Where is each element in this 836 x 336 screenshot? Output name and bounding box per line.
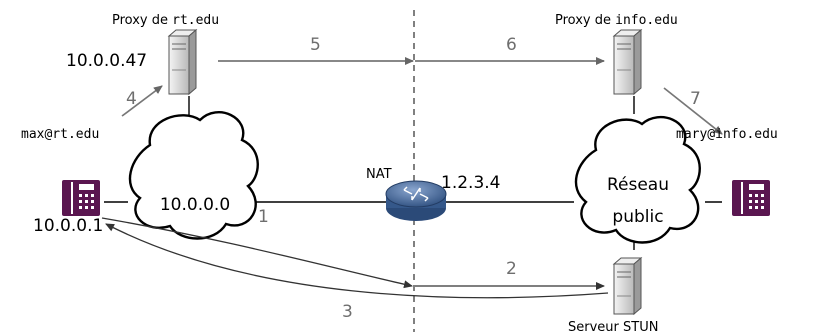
proxy-right-title: Proxy de info.edu [555, 13, 678, 28]
proxy-left-domain: rt.edu [172, 13, 219, 28]
stun-server-icon [612, 256, 643, 316]
cloud-private: 10.0.0.0 [128, 111, 259, 240]
proxy-left-ip: 10.0.0.47 [66, 51, 147, 71]
nat-ip: 1.2.3.4 [441, 173, 500, 193]
ip-phone-right-icon [732, 180, 770, 216]
arrow-7 [663, 87, 723, 135]
nat-router-icon [385, 180, 447, 221]
nat-label: NAT [366, 167, 392, 182]
proxy-server-right-icon [612, 28, 643, 96]
step-4-label: 4 [126, 89, 137, 109]
arrow-1 [101, 217, 413, 289]
proxy-right-domain: info.edu [615, 13, 678, 28]
step-5-label: 5 [310, 35, 321, 55]
arrow-3 [105, 223, 609, 299]
cloud-private-label: 10.0.0.0 [160, 195, 230, 215]
step-1-label: 1 [258, 207, 269, 227]
step-2-label: 2 [506, 259, 517, 279]
step-6-label: 6 [506, 35, 517, 55]
cloud-public: Réseau public [574, 115, 701, 244]
signal-arrows [101, 57, 723, 299]
phone-left-address: max@rt.edu [21, 127, 99, 142]
arrow-4 [121, 85, 163, 117]
cloud-public-label-line2: public [612, 207, 663, 227]
stun-server-label: Serveur STUN [568, 320, 658, 335]
ip-phone-left-icon [62, 180, 100, 216]
step-7-label: 7 [690, 89, 701, 109]
proxy-right-prefix: Proxy de [555, 13, 615, 28]
cloud-public-label-line1: Réseau [607, 175, 669, 195]
proxy-left-title: Proxy de rt.edu [112, 13, 219, 28]
phone-left-ip: 10.0.0.1 [33, 216, 103, 236]
proxy-left-prefix: Proxy de [112, 13, 172, 28]
proxy-server-left-icon [167, 28, 198, 96]
phone-right-address: mary@info.edu [676, 127, 778, 142]
step-3-label: 3 [342, 302, 353, 322]
